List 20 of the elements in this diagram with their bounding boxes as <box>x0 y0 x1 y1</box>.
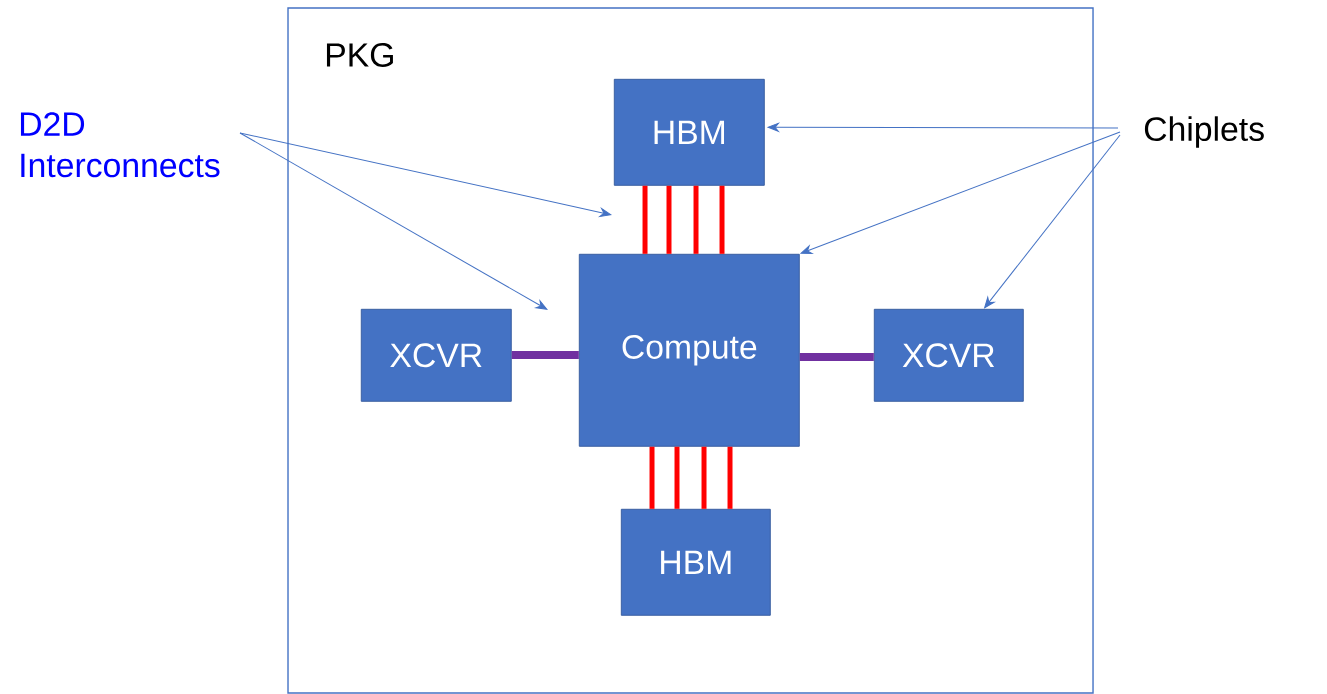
leader-line <box>984 134 1121 309</box>
leader-line <box>239 132 548 310</box>
chiplet-box: XCVR <box>360 308 512 402</box>
interconnect-line <box>693 185 699 254</box>
callout-text: Chiplets <box>1144 116 1264 148</box>
interconnect-line <box>719 185 725 254</box>
chiplet-box: HBM <box>613 78 765 186</box>
interconnect-line <box>642 185 648 254</box>
interconnect-line <box>727 446 733 509</box>
chiplet-box: Compute <box>578 253 800 447</box>
chiplet-box: XCVR <box>873 308 1024 402</box>
callout-text: D2D Interconnects <box>20 112 220 178</box>
chiplet-box: HBM <box>620 508 771 616</box>
interconnect-line <box>666 185 672 254</box>
leader-line <box>800 131 1121 254</box>
leader-line <box>239 132 612 217</box>
interconnect-line <box>649 446 655 509</box>
interconnect-line <box>674 446 680 509</box>
interconnect-line <box>701 446 707 509</box>
leader-line <box>767 122 1119 132</box>
